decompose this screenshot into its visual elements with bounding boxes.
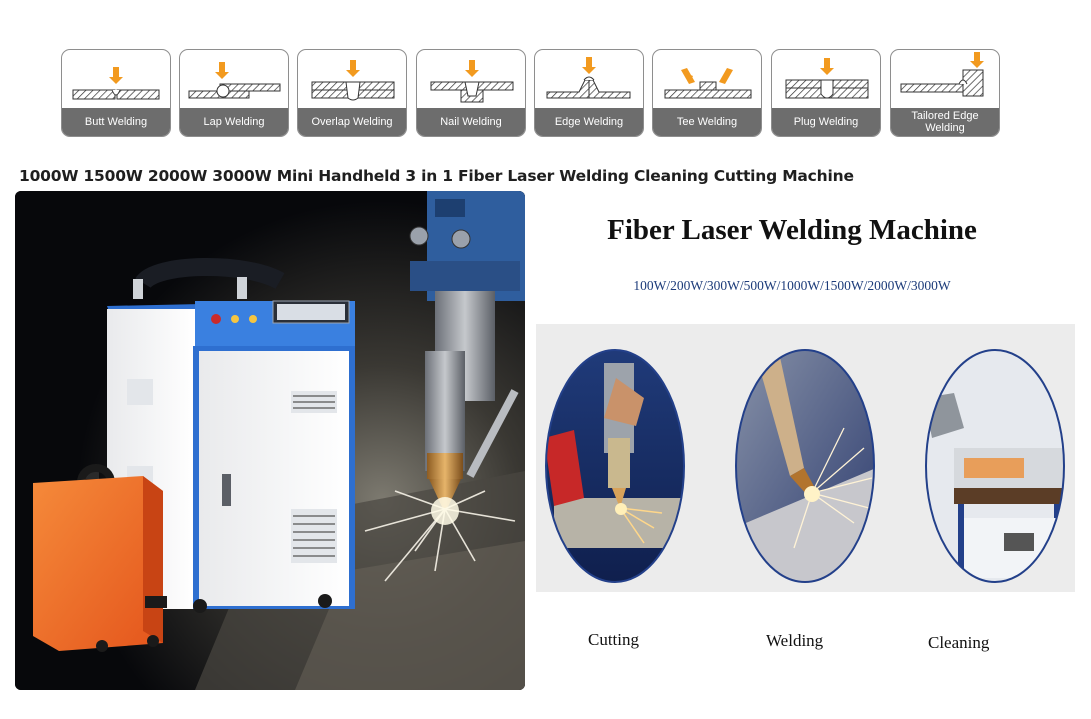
process-label-cutting: Cutting — [588, 630, 640, 649]
weld-type-label: Overlap Welding — [298, 108, 406, 136]
process-images-panel — [536, 324, 1075, 592]
weld-type-label: Nail Welding — [417, 108, 525, 136]
weld-type-card: Edge Welding — [534, 49, 644, 137]
process-label-cleaning: Cleaning — [928, 633, 990, 652]
cleaning-process-image[interactable] — [924, 348, 1066, 584]
process-label-welding: Welding — [766, 631, 824, 650]
nail-weld-icon — [430, 60, 514, 103]
power-options: 100W/200W/300W/500W/1000W/1500W/2000W/30… — [633, 278, 951, 293]
weld-type-card: Nail Welding — [416, 49, 526, 137]
weld-type-card: Tailored Edge Welding — [890, 49, 1000, 137]
weld-type-label: Butt Welding — [62, 108, 170, 136]
lap-weld-icon — [188, 62, 281, 99]
tailored-edge-weld-icon — [900, 52, 984, 97]
weld-type-label: Tailored Edge Welding — [891, 108, 999, 136]
welding-process-image[interactable] — [734, 348, 876, 584]
weld-type-label: Plug Welding — [772, 108, 880, 136]
product-hero-image[interactable] — [15, 191, 525, 690]
weld-type-card: Tee Welding — [652, 49, 762, 137]
overlap-weld-icon — [311, 60, 395, 101]
weld-type-card: Lap Welding — [179, 49, 289, 137]
weld-type-card: Plug Welding — [771, 49, 881, 137]
tee-weld-icon — [664, 68, 752, 99]
weld-type-card: Overlap Welding — [297, 49, 407, 137]
weld-type-label: Lap Welding — [180, 108, 288, 136]
product-title: 1000W 1500W 2000W 3000W Mini Handheld 3 … — [19, 167, 854, 185]
weld-type-label: Tee Welding — [653, 108, 761, 136]
edge-weld-icon — [546, 57, 631, 99]
cutting-process-image[interactable] — [544, 348, 686, 584]
weld-type-card: Butt Welding — [61, 49, 171, 137]
butt-weld-icon — [72, 67, 160, 100]
weld-type-label: Edge Welding — [535, 108, 643, 136]
machine-heading: Fiber Laser Welding Machine — [607, 214, 977, 246]
weld-types-row: Butt Welding Lap Welding Overlap Welding — [61, 49, 1005, 139]
laser-welding-machine-illustration — [15, 191, 525, 690]
plug-weld-icon — [785, 58, 869, 99]
